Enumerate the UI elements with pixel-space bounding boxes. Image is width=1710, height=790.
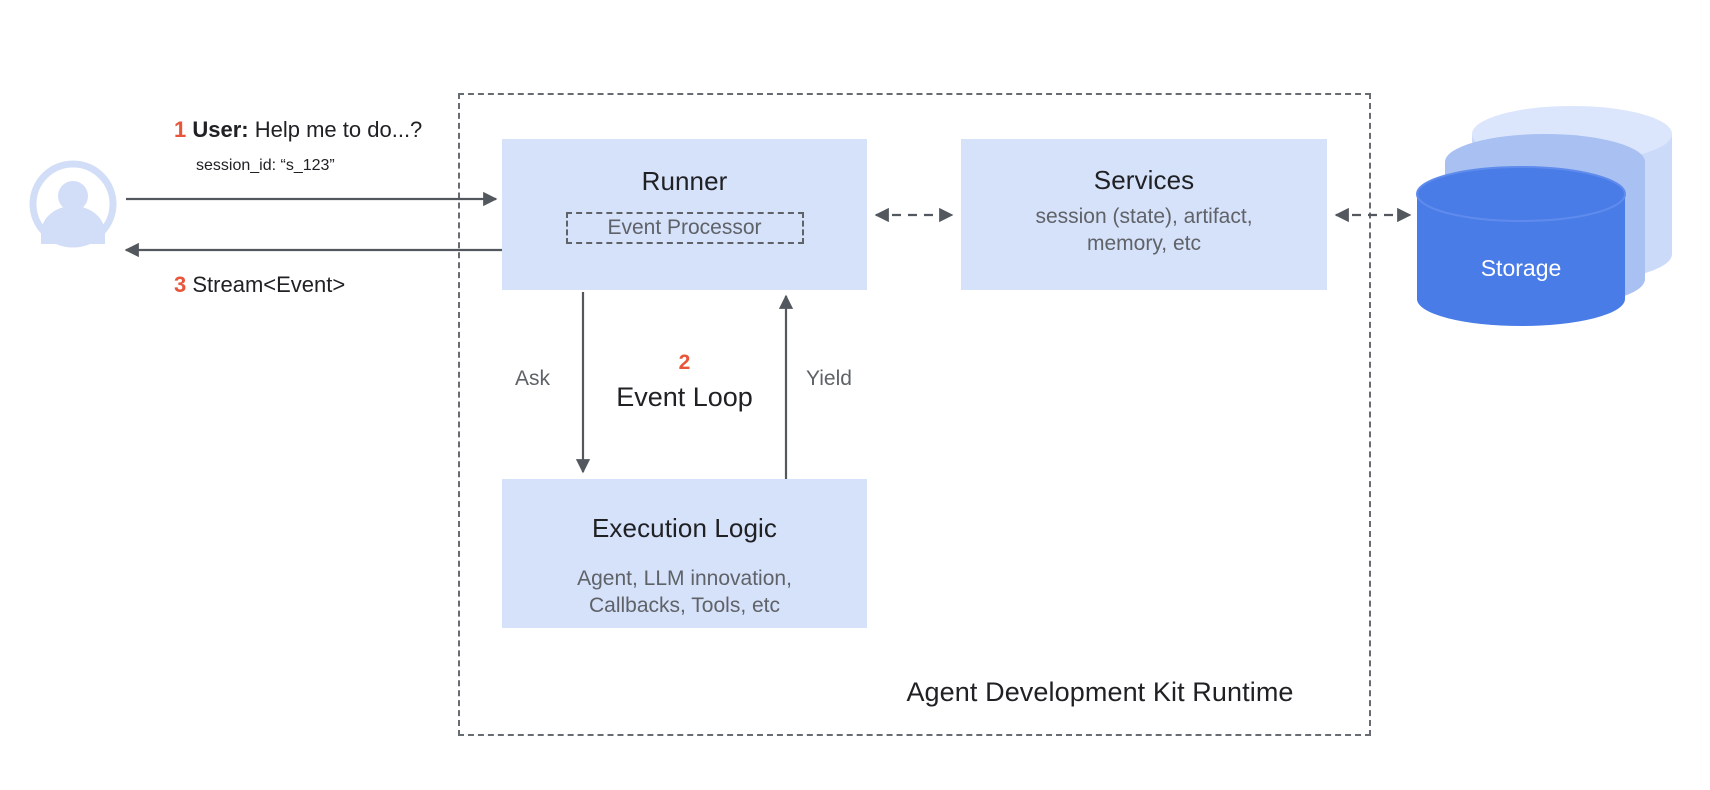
event-loop-step-number: 2 [678,351,691,374]
yield-label: Yield [806,367,852,390]
runtime-boundary [458,93,1371,736]
session-id-label: session_id: “s_123” [196,157,335,174]
runtime-caption: Agent Development Kit Runtime [906,677,1294,707]
step-1-label: 1 User: Help me to do...? [174,117,422,143]
services-subtitle-line-2: memory, etc [1087,232,1201,256]
execution-logic-subtitle-line-1: Agent, LLM innovation, [577,567,792,591]
step-1-number: 1 [174,117,187,142]
services-subtitle-line-1: session (state), artifact, [1035,205,1253,229]
storage-cylinder-icon[interactable] [1412,94,1677,326]
runner-box[interactable]: Runner Event Processor [502,139,867,290]
step-3-text: Stream<Event> [192,272,346,297]
step-3-number: 3 [174,272,187,297]
event-loop-number: 2 [627,351,742,375]
event-processor-box[interactable]: Event Processor [565,212,804,245]
execution-logic-subtitle: Agent, LLM innovation, Callbacks, Tools,… [577,565,792,620]
ask-label: Ask [515,367,551,390]
execution-logic-subtitle-line-2: Callbacks, Tools, etc [588,594,781,618]
services-subtitle: session (state), artifact, memory, etc [1035,203,1252,258]
step-3-label: 3 Stream<Event> [174,272,345,298]
execution-logic-title: Execution Logic [591,513,778,543]
services-title: Services [1093,165,1195,195]
step-1-text: Help me to do...? [254,117,423,142]
user-avatar-icon [29,160,117,248]
runner-title: Runner [641,166,728,196]
services-box[interactable]: Services session (state), artifact, memo… [961,139,1327,290]
execution-logic-box[interactable]: Execution Logic Agent, LLM innovation, C… [502,479,867,628]
event-loop-title: Event Loop [616,382,753,412]
step-1-actor: User: [192,117,249,142]
